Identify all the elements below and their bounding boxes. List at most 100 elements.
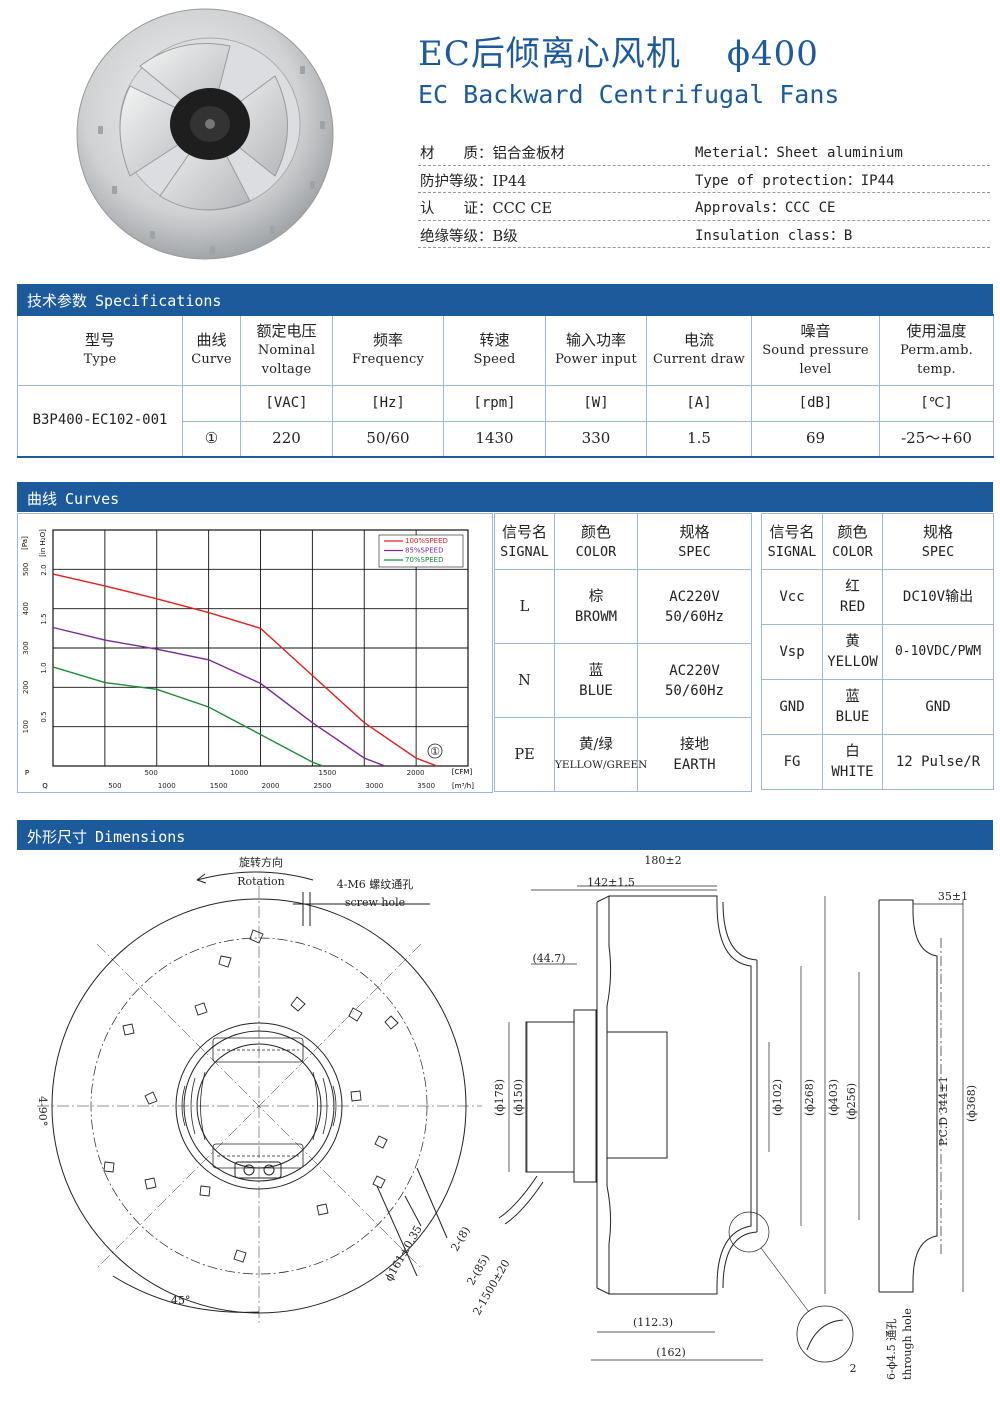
x-tick-m3h: 500: [108, 782, 121, 790]
unit-cell: [rpm]: [443, 384, 546, 422]
prop-en: Type of protection：IP44: [695, 172, 895, 189]
legend-label: 100%SPEED: [405, 537, 448, 545]
color-cn: 棕: [588, 588, 604, 605]
spec-unit-row: B3P400-EC102-001 [VAC] [Hz] [rpm] [W] [A…: [17, 384, 994, 458]
section-cn: 技术参数: [27, 292, 88, 310]
unit-cell: [Hz]: [332, 384, 444, 422]
color-en: YELLOW: [827, 654, 878, 670]
signal-name: PE: [494, 717, 555, 792]
dim-hole-cn: 6-ϕ4.5 通孔: [885, 1319, 898, 1380]
color-cn: 蓝: [845, 689, 860, 705]
section-en: Curves: [65, 490, 120, 508]
y-tick-inh2o: 1.5: [40, 613, 48, 624]
value-cell: 1430: [443, 420, 546, 458]
dim-268: (ϕ268): [803, 1079, 816, 1116]
header-cn: 信号名: [769, 522, 815, 541]
x-tick-cfm: 2000: [407, 769, 425, 777]
header-en: Curve: [191, 352, 232, 368]
signal-spec: DC10V输出: [882, 569, 994, 625]
dim-180: 180±2: [644, 854, 681, 867]
spec-line: 50/60Hz: [664, 608, 724, 625]
header-cell: 信号名 SIGNAL: [761, 513, 823, 570]
dimension-drawing: 旋转方向 Rotation 4-M6 螺纹通孔 screw hole 4-90°…: [36, 854, 978, 1380]
dim-102: (ϕ102): [771, 1079, 784, 1116]
header-en: SPEC: [921, 543, 955, 560]
dim-rotation-cn: 旋转方向: [239, 855, 283, 869]
series-line: [52, 573, 438, 767]
dim-rotation-en: Rotation: [237, 875, 285, 888]
header-cell: 规格 SPEC: [882, 513, 994, 570]
header-cn: 型号: [84, 331, 115, 350]
dim-368: (ϕ368): [965, 1085, 978, 1122]
dim-angle-90: 4-90°: [36, 1096, 49, 1126]
color-cn: 白: [845, 744, 860, 760]
color-en: RED: [839, 599, 866, 615]
y-tick-pa: 500: [22, 563, 30, 576]
dim-pcd-161: ϕ161±0.35: [382, 1223, 424, 1283]
header-cn: 转速: [479, 331, 510, 350]
header-en: Power input: [555, 352, 637, 368]
series-line: [52, 666, 324, 767]
header-en: Perm.amb. temp.: [900, 342, 973, 377]
y-axis-label: P: [25, 769, 29, 777]
header-cn: 额定电压: [256, 321, 317, 340]
value-cell: 50/60: [332, 420, 444, 458]
value-cell: 220: [240, 420, 333, 458]
prop-en: Meterial：Sheet aluminium: [695, 145, 903, 161]
signal-name: N: [494, 643, 555, 718]
dim-angle-45: 45°: [171, 1294, 191, 1307]
y-tick-inh2o: 1.0: [40, 662, 48, 673]
signal-spec: 12 Pulse/R: [882, 734, 994, 790]
header-cn: 使用温度: [906, 321, 967, 340]
spec-line: 接地: [680, 736, 709, 753]
fan-photo: [76, 8, 334, 260]
signal-name: FG: [761, 734, 823, 790]
header-en: Sound pressure level: [762, 342, 869, 377]
header-cell: 曲线 Curve: [182, 314, 241, 386]
header-cn: 规格: [922, 522, 953, 541]
y-tick-pa: 300: [22, 641, 30, 654]
svg-text:①: ①: [430, 745, 440, 758]
series-line: [52, 626, 386, 767]
header-cn: 噪音: [800, 321, 831, 340]
header-en: Current draw: [653, 352, 745, 368]
header-en: Frequency: [351, 352, 425, 368]
dim-35: 35±1: [938, 890, 968, 903]
color-en: BLUE: [835, 709, 870, 725]
chart-frame: [17, 513, 493, 793]
dim-256: (ϕ256): [845, 1083, 858, 1120]
signal-name: Vcc: [761, 569, 823, 625]
prop-cn: 认 证：CCC CE: [420, 201, 553, 217]
dim-162: (162): [656, 1346, 686, 1359]
dim-150: (ϕ150): [512, 1079, 525, 1116]
color-en: YELLOW/GREEN: [555, 758, 648, 771]
y-tick-pa: 100: [22, 720, 30, 733]
curve-cell: ①: [182, 420, 241, 458]
spec-line: EARTH: [673, 756, 716, 773]
header-en: SIGNAL: [767, 543, 817, 560]
dim-pcd344: P.C.D 344±1: [937, 1076, 950, 1146]
x-tick-m3h: 3500: [417, 782, 435, 790]
dim-112: (112.3): [633, 1316, 673, 1329]
dim-142: 142±1.5: [587, 876, 635, 889]
model-cell: B3P400-EC102-001: [17, 384, 183, 458]
x-unit-m3h: [m³/h]: [452, 782, 474, 790]
prop-cn: 绝缘等级：B级: [420, 228, 518, 245]
legend-label: 70%SPEED: [405, 556, 443, 564]
x-tick-m3h: 2500: [313, 782, 331, 790]
header-cn: 曲线: [196, 331, 227, 350]
